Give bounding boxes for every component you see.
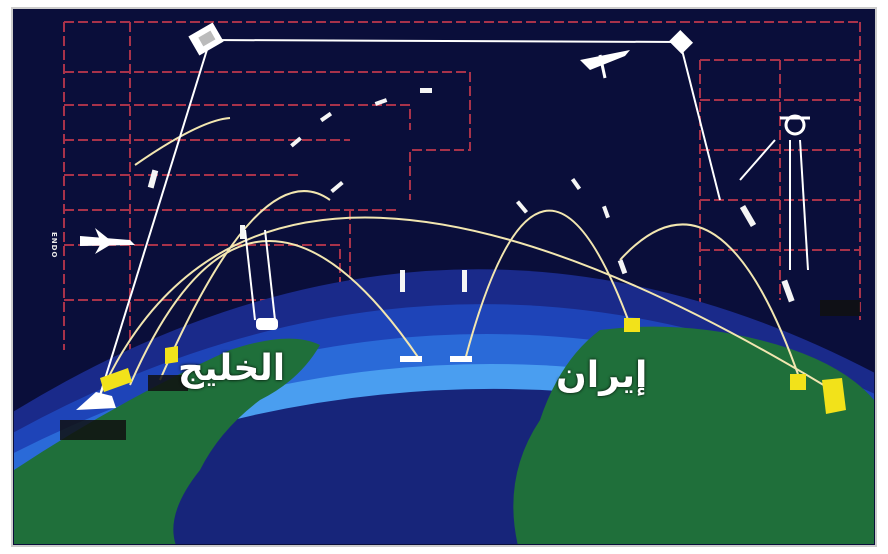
region-label-iran: إيران — [556, 355, 648, 396]
land-gulf — [14, 338, 320, 544]
yellow-sites — [100, 318, 846, 414]
missile-icon — [739, 204, 757, 228]
sensor-links — [99, 39, 809, 396]
radar-icon — [780, 114, 810, 136]
launch-site-icon — [624, 318, 640, 332]
trajectories — [99, 117, 841, 396]
satellite-icon — [668, 29, 694, 55]
launch-site-icon — [76, 392, 116, 410]
launch-site-icon — [450, 356, 472, 362]
missile-icon — [515, 200, 529, 214]
missile-icon — [374, 98, 388, 106]
missile-icon — [617, 259, 628, 275]
launch-site-icon — [100, 368, 132, 392]
launch-site-icon — [822, 378, 846, 414]
trajectory-short-west — [159, 190, 331, 381]
missile-icon — [290, 136, 302, 148]
aircraft-icon — [80, 228, 135, 254]
missile-icon — [420, 88, 432, 93]
missile-icon — [400, 270, 405, 292]
missile-icon — [240, 225, 245, 239]
trajectory-center-arc — [464, 209, 631, 361]
missile-icon — [570, 177, 582, 191]
missile-icon — [147, 169, 159, 189]
launch-site-icon — [165, 346, 178, 364]
trajectory-long — [99, 216, 841, 396]
launch-pads — [76, 318, 472, 410]
missile-icon — [330, 180, 344, 194]
interceptors — [147, 88, 795, 303]
land-iran — [513, 326, 874, 544]
satellite-icon — [188, 22, 224, 56]
missile-icon — [781, 279, 795, 303]
trajectory-east-arc — [619, 223, 801, 381]
missile-icon — [319, 111, 333, 123]
trajectory-boost-west — [134, 117, 231, 166]
satellite-icon — [580, 50, 630, 79]
side-label-endo: ENDO — [50, 232, 58, 259]
launch-site-icon — [256, 318, 278, 330]
trajectory-west-arc — [129, 239, 421, 386]
label-boxes — [60, 300, 860, 440]
missile-icon — [602, 205, 610, 219]
missile-icon — [462, 270, 467, 292]
launch-site-icon — [790, 374, 806, 390]
launch-site-icon — [400, 356, 422, 362]
region-label-gulf: الخليج — [178, 348, 286, 389]
